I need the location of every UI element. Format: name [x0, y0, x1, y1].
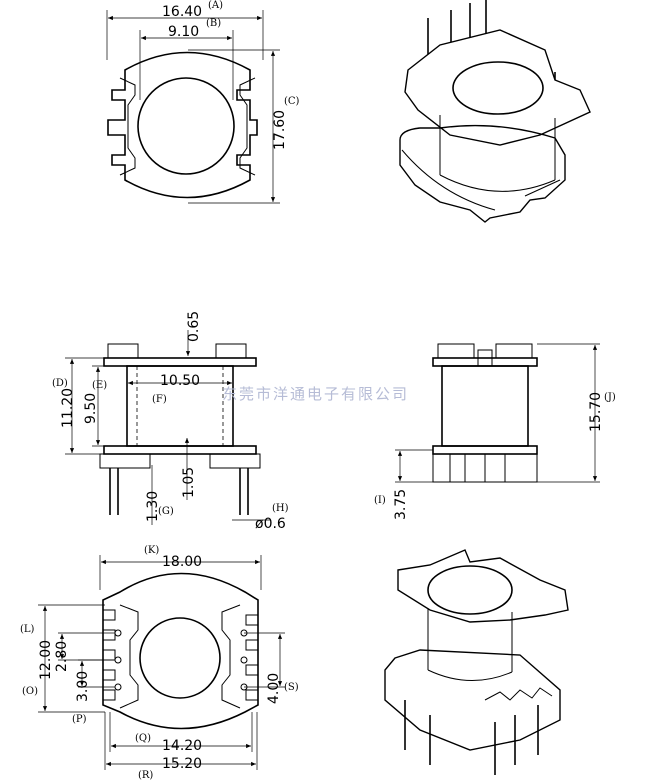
dim-row: 4.00: [266, 673, 282, 704]
bottom-view: 18.00 (K) 12.00 (L) 2.80 (O) 3.00 (P) 4.…: [20, 545, 299, 781]
label-q: (Q): [135, 733, 151, 744]
label-c: (C): [284, 96, 300, 107]
dim-top-height: 17.60: [272, 110, 288, 150]
label-g: (G): [158, 506, 174, 517]
dim-flange: 0.65: [186, 311, 202, 342]
label-i: (I): [374, 495, 386, 506]
iso-view-bottom: [384, 549, 569, 775]
dim-bottom-outer: 15.20: [162, 756, 202, 772]
top-view: 16.40 (A) 9.10 (B) 17.60 (C): [106, 0, 300, 204]
dim-pin-dia: ø0.6: [255, 516, 286, 532]
dim-side-outer: 11.20: [60, 388, 76, 428]
label-k: (K): [144, 545, 159, 556]
front-view: 3.75 (I) 15.70 (J): [374, 343, 616, 520]
label-j: (J): [604, 392, 616, 403]
label-a: (A): [208, 0, 223, 11]
label-b: (B): [206, 18, 221, 29]
dim-pitch: 2.80: [54, 641, 70, 672]
dim-bottom-inner: 14.20: [162, 738, 202, 754]
label-f: (F): [152, 394, 167, 405]
side-view: 0.65 11.20 (D) 9.50 (E) 10.50 (F) 1.05 1…: [52, 311, 289, 532]
dim-pin-length: 3.75: [393, 489, 409, 520]
label-l: (L): [20, 624, 35, 635]
label-r: (R): [138, 770, 153, 781]
label-s: (S): [284, 682, 299, 693]
dim-wall: 1.05: [181, 467, 197, 498]
label-o: (O): [22, 686, 38, 697]
dim-bottom-width: 18.00: [162, 554, 202, 570]
dim-front-height: 15.70: [588, 392, 604, 432]
dim-top-inner: 9.10: [168, 24, 199, 40]
dim-side-inner: 9.50: [83, 393, 99, 424]
label-h: (H): [272, 503, 289, 514]
iso-view-top: [399, 0, 591, 223]
label-e: (E): [92, 380, 107, 391]
dim-pin-span: 12.00: [38, 640, 54, 680]
dim-top-width: 16.40: [162, 4, 202, 20]
label-d: (D): [52, 378, 68, 389]
watermark: 东莞市洋通电子有限公司: [222, 385, 409, 403]
label-p: (P): [72, 714, 87, 725]
dim-bore: 10.50: [160, 373, 200, 389]
dim-pitch2: 3.00: [75, 671, 91, 702]
dim-pin-offset: 1.30: [145, 491, 161, 522]
